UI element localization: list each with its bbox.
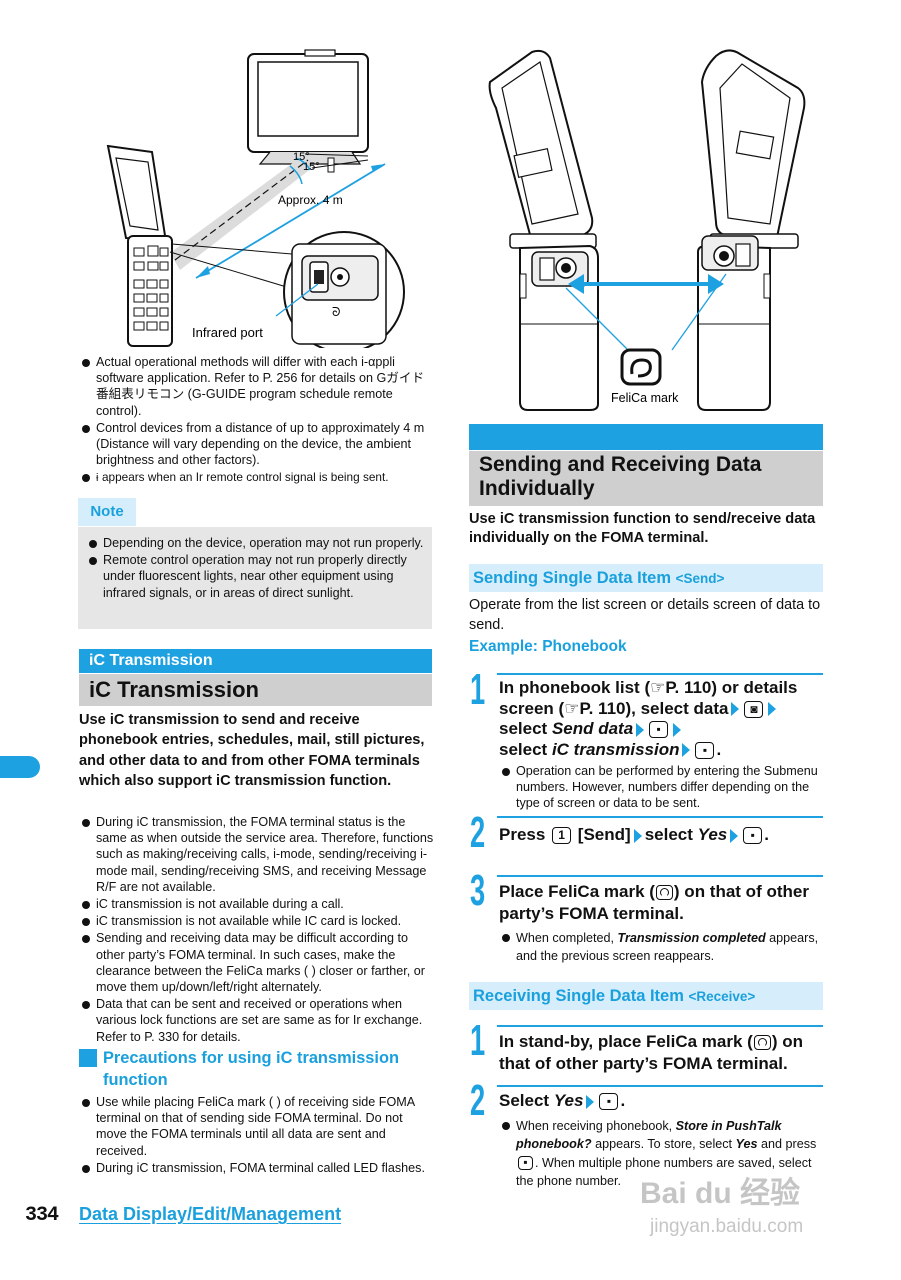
list-item: iC transmission is not available while I… — [79, 913, 435, 929]
note-tab: Note — [78, 498, 136, 526]
list-item: When completed, Transmission completed a… — [499, 929, 821, 965]
list-item: Sending and receiving data may be diffic… — [79, 930, 435, 995]
send-step-3: Place FeliCa mark () on that of other pa… — [499, 882, 809, 923]
angle-label-1: 15° — [293, 151, 310, 163]
center-key-icon: ▪ — [649, 721, 669, 739]
receive-step-2-note: When receiving phonebook, Store in PushT… — [499, 1117, 821, 1192]
list-item: Remote control operation may not run pro… — [86, 552, 424, 601]
phone-right-icon — [697, 49, 806, 411]
send-recv-intro: Use iC transmission function to send/rec… — [469, 511, 816, 546]
camera-key-icon: ◙ — [744, 700, 764, 718]
list-item: Depending on the device, operation may n… — [86, 535, 424, 551]
center-key-icon: ▪ — [743, 827, 763, 845]
ic-section-title: iC Transmission — [79, 674, 432, 706]
receive-step-2: Select Yes▪. — [499, 1091, 626, 1111]
note-box: Depending on the device, operation may n… — [78, 527, 432, 629]
ic-intro: Use iC transmission to send and receive … — [79, 712, 425, 790]
list-item: Actual operational methods will differ w… — [79, 354, 434, 419]
phone-left-icon — [488, 49, 599, 411]
ir-signal-icon: ɨ — [96, 472, 99, 485]
chapter-tab — [0, 756, 40, 778]
list-item: Data that can be sent and received or op… — [79, 996, 435, 1045]
send-step-1-note: Operation can be performed by entering t… — [499, 763, 821, 813]
send-step-1: In phonebook list (☞P. 110) or details s… — [499, 678, 798, 759]
ic-notes: During iC transmission, the FOMA termina… — [79, 814, 435, 1046]
step-number: 2 — [470, 808, 486, 857]
send-recv-band — [469, 424, 823, 450]
felica-mark-icon — [620, 348, 662, 386]
precautions-title: Precautions for using iC transmission fu… — [103, 1049, 399, 1089]
center-key-icon: ▪ — [599, 1093, 619, 1111]
list-item: iC transmission is not available during … — [79, 896, 435, 912]
infrared-notes: Actual operational methods will differ w… — [79, 354, 434, 488]
angle-label-2: 15° — [303, 161, 320, 173]
center-key-icon: ▪ — [518, 1156, 533, 1171]
felica-illustration: FeliCa mark — [488, 49, 806, 411]
watermark-url: jingyan.baidu.com — [650, 1216, 804, 1237]
watermark-logo: Bai du 经验 — [640, 1177, 801, 1210]
list-item: When receiving phonebook, Store in PushT… — [499, 1117, 821, 1191]
phone-icon — [106, 144, 173, 347]
list-item: Control devices from a distance of up to… — [79, 420, 434, 469]
precautions-list: Use while placing FeliCa mark ( ) of rec… — [79, 1094, 435, 1177]
list-item: Use while placing FeliCa mark ( ) of rec… — [79, 1094, 435, 1159]
precautions-marker — [79, 1049, 97, 1067]
list-item: ɨ appears when an Ir remote control sign… — [79, 469, 434, 486]
receive-subtitle: Receiving Single Data Item <Receive> — [469, 982, 823, 1010]
key-1-icon: 1 — [552, 827, 572, 845]
distance-label: Approx. 4 m — [278, 193, 343, 207]
step-number: 2 — [470, 1076, 486, 1125]
ref-icon: ☞ — [564, 698, 580, 718]
list-item: During iC transmission, the FOMA termina… — [79, 814, 435, 895]
send-step-3-note: When completed, Transmission completed a… — [499, 929, 821, 966]
step-number: 1 — [470, 1016, 486, 1065]
chapter-link[interactable]: Data Display/Edit/Management — [79, 1204, 342, 1224]
step-number: 3 — [470, 866, 486, 915]
infrared-illustration: 15° 15° Approx. 4 m ᘐ Infrared port — [106, 49, 405, 348]
send-subtitle: Sending Single Data Item <Send> — [469, 564, 823, 592]
infrared-port-label: Infrared port — [192, 325, 263, 340]
step-number: 1 — [470, 665, 486, 714]
list-item: Operation can be performed by entering t… — [499, 763, 821, 812]
felica-mark-icon — [753, 1035, 771, 1051]
send-step-2: Press 1 [Send]select Yes▪. — [499, 825, 769, 845]
felica-mark-label: FeliCa mark — [611, 391, 679, 405]
send-intro: Operate from the list screen or details … — [469, 597, 821, 633]
center-key-icon: ▪ — [695, 741, 715, 759]
example-label: Example: Phonebook — [469, 638, 627, 655]
ref-icon: ☞ — [650, 678, 666, 697]
svg-text:ᘐ: ᘐ — [332, 305, 340, 319]
receive-step-1: In stand-by, place FeliCa mark () on tha… — [499, 1032, 803, 1073]
send-recv-title: Sending and Receiving Data Individually — [469, 451, 823, 506]
ic-section-band: iC Transmission — [79, 649, 432, 673]
felica-mark-icon — [655, 885, 673, 901]
page-number: 334 — [25, 1204, 59, 1227]
list-item: During iC transmission, FOMA terminal ca… — [79, 1160, 435, 1176]
